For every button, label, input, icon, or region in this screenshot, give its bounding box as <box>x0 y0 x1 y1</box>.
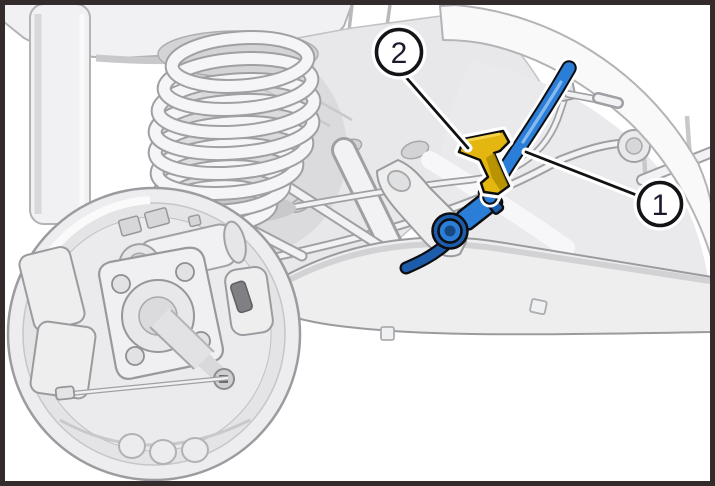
anchor-block <box>144 207 170 229</box>
brake-hose <box>399 57 580 275</box>
arm-tab <box>380 326 395 341</box>
bolt-hole <box>175 262 195 282</box>
callout-1-circle <box>636 180 684 228</box>
wheel-arch-band <box>439 4 713 261</box>
callout-leader-2 <box>402 73 470 150</box>
bolt-hole <box>125 346 145 366</box>
bleeder-screw <box>187 214 202 228</box>
bolt-hole <box>111 274 131 294</box>
adjuster-rod <box>54 375 229 401</box>
rail-notch <box>347 4 354 31</box>
bracket-hole <box>386 170 412 192</box>
callout-2-label: 2 <box>391 37 408 70</box>
parking-brake-lever <box>229 280 253 314</box>
brake-backing-plate <box>6 186 302 482</box>
arm-bracket <box>529 298 548 316</box>
shoe-bump <box>149 439 177 465</box>
callout-leader-1 <box>524 150 641 198</box>
trailing-arm <box>250 236 713 341</box>
shoe-bump <box>181 437 209 463</box>
anchor-block <box>117 215 143 237</box>
callout-1: 1 <box>633 177 687 231</box>
callout-2-circle <box>374 27 424 77</box>
shoe-bump <box>118 433 146 459</box>
chassis-strut <box>29 3 91 225</box>
panel-slot <box>400 140 430 160</box>
callout-leaders <box>399 70 644 201</box>
callout-1-label: 1 <box>652 189 669 222</box>
brake-pipe <box>241 90 570 220</box>
callout-2: 2 <box>371 24 427 80</box>
